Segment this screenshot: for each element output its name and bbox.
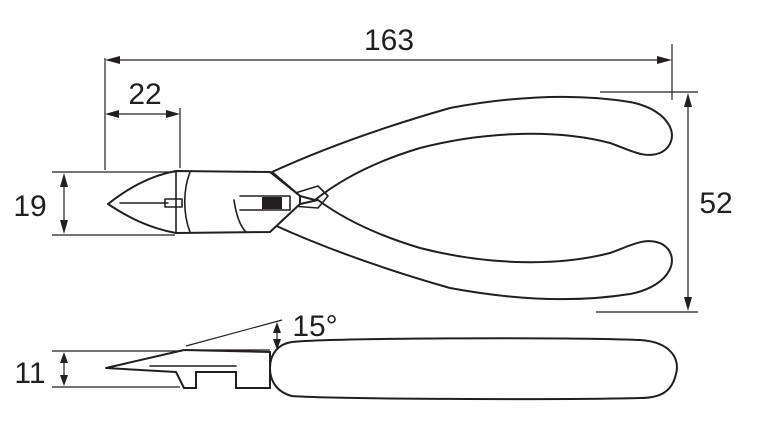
- top-view: [107, 95, 673, 301]
- side-view: [105, 337, 678, 401]
- dimension-label-head-width: 19: [13, 190, 46, 223]
- dimension-label-jaw-length: 22: [128, 78, 161, 111]
- dimension-label-angle: 15°: [292, 310, 337, 343]
- dimension-22: 22: [105, 78, 181, 168]
- head-joint-mid: [183, 171, 191, 233]
- head-box: [239, 195, 291, 211]
- lower-handle: [271, 199, 673, 301]
- rivet-slot: [164, 198, 183, 208]
- dimension-label-thickness: 11: [14, 357, 45, 390]
- dimension-11: 11: [14, 350, 182, 390]
- dimension-label-handle-span: 52: [699, 187, 732, 220]
- spring-coil: [262, 197, 282, 209]
- dimension-angle: 15°: [185, 310, 338, 351]
- dimension-19: 19: [13, 171, 175, 236]
- dimension-label-overall-length: 163: [364, 24, 414, 57]
- head-joint-right: [233, 199, 247, 233]
- upper-handle: [271, 95, 673, 201]
- cutter-head: [107, 170, 301, 234]
- side-head: [105, 349, 271, 389]
- side-handle: [269, 337, 678, 401]
- dimension-52: 52: [596, 91, 733, 313]
